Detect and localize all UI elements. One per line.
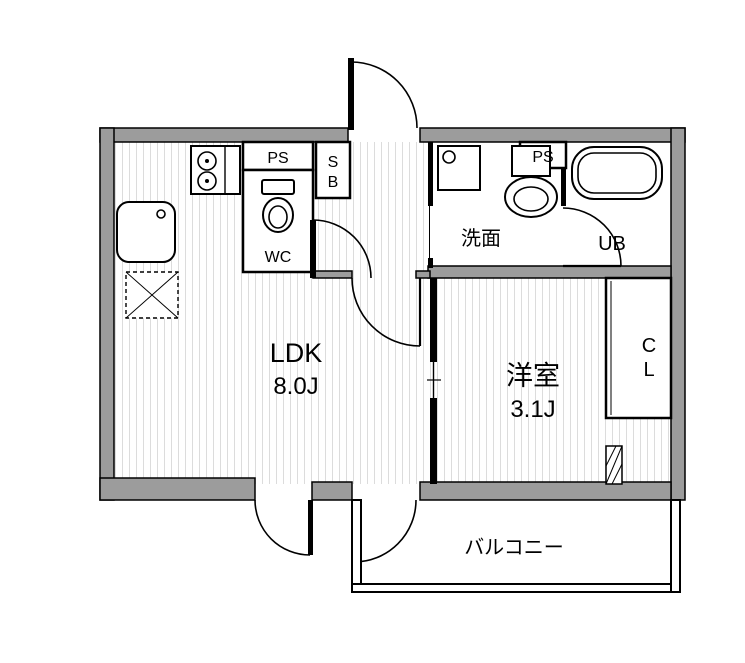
toilet-bowl <box>262 197 294 233</box>
wall-hall-washroom-lower <box>428 258 433 268</box>
refrigerator-space-icon <box>125 271 179 319</box>
pillar-hatch-1 <box>605 445 623 485</box>
toilet-tank <box>261 179 295 195</box>
bathtub-outer <box>571 146 663 200</box>
balcony-door-right-arc <box>353 499 417 563</box>
wall-ldk-western-lower <box>430 398 437 484</box>
bathtub-inner <box>577 152 657 194</box>
wall-top-left <box>99 127 349 143</box>
shoe-box-label-b: B <box>328 174 339 191</box>
closet-box <box>604 276 673 420</box>
wall-left <box>99 127 115 501</box>
wall-bottom-right <box>419 481 672 501</box>
stove-burner-bottom-icon <box>197 171 217 191</box>
stove-icon <box>190 145 241 195</box>
ldk-area-label: 8.0J <box>273 373 318 400</box>
balcony-wall-right <box>670 499 681 593</box>
wc-door-leaf <box>310 220 316 278</box>
ldk-door-arc <box>351 277 421 347</box>
washing-machine-icon <box>437 145 481 191</box>
wall-hall-washroom-upper <box>428 142 433 206</box>
closet-label-c: C <box>642 335 656 357</box>
shoe-box <box>314 140 352 200</box>
washroom-label: 洗面 <box>461 227 501 250</box>
refrigerator-cross-2 <box>125 271 179 319</box>
western-room-area-label: 3.1J <box>510 396 555 423</box>
bathtub-icon <box>571 146 663 200</box>
toilet-bowl-inner <box>268 205 288 229</box>
shoe-box-label-s: S <box>328 154 339 171</box>
vanity-bowl-inner <box>513 186 549 212</box>
vanity-sink-icon <box>504 145 558 218</box>
balcony-wall-bottom <box>351 583 681 593</box>
wall-hall-bottom <box>312 270 353 279</box>
unit-bath-label: UB <box>598 233 626 255</box>
entrance-door-arc <box>350 61 418 129</box>
balcony-label: バルコニー <box>464 537 564 559</box>
washing-machine-faucet <box>442 150 456 164</box>
toilet-icon <box>261 179 295 233</box>
wall-top-right <box>419 127 686 143</box>
pillar-hatch-2 <box>605 445 617 467</box>
wall-washroom-bottom <box>427 265 672 279</box>
stove-burner-top-dot <box>205 159 209 163</box>
kitchen-faucet-icon <box>156 209 166 219</box>
wall-ldk-western-upper <box>430 278 437 362</box>
wall-hall-bottom-stub <box>415 270 431 279</box>
wall-bottom-mullion <box>311 481 353 501</box>
pipe-space-left-label: PS <box>267 150 288 167</box>
closet-label-l: L <box>643 359 654 381</box>
wc-door-arc <box>312 219 372 279</box>
stove-burner-top-icon <box>197 151 217 171</box>
bath-door-arc <box>562 207 622 267</box>
western-room-label: 洋室 <box>506 361 560 391</box>
balcony-wall-left <box>351 499 362 593</box>
pipe-space-right-label: PS <box>532 149 553 166</box>
wall-washroom-bath-divider <box>561 142 566 206</box>
balcony-door-left-leaf <box>308 500 313 555</box>
stove-burner-bottom-dot <box>205 179 209 183</box>
wall-right <box>670 127 686 501</box>
ldk-label: LDK <box>270 338 323 368</box>
wc-label: WC <box>265 249 292 266</box>
pillar-hatch-3 <box>611 463 623 485</box>
wall-bottom-left <box>99 477 256 501</box>
balcony-door-left-arc <box>254 499 311 556</box>
kitchen-sink-icon <box>116 201 176 263</box>
pillar-icon <box>605 445 623 485</box>
entrance-door-leaf <box>348 58 354 130</box>
